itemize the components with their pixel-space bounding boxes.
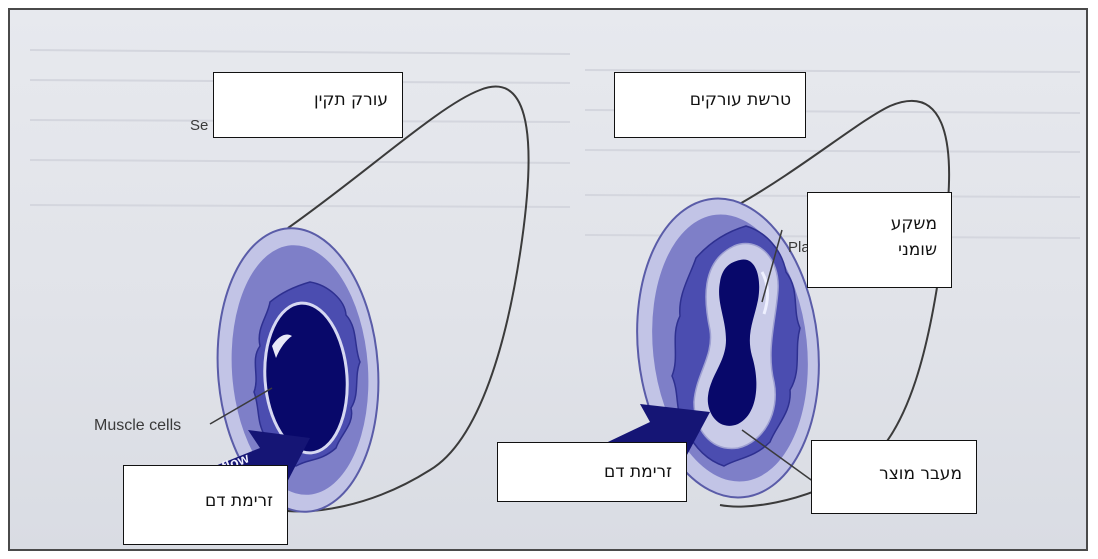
normal-artery-label-text: עורק תקין [214, 73, 402, 113]
atherosclerotic-blood-flow-label: זרימת דם [497, 442, 687, 502]
muscle-cells-text: Muscle cells [94, 417, 181, 434]
plaque-label: משקע שומני [807, 192, 952, 288]
narrowing-label-text: מעבר מוצר [812, 441, 976, 487]
normal-blood-flow-label: זרימת דם [123, 465, 288, 545]
plaque-label-line2: שומני [808, 237, 951, 263]
normal-blood-flow-label-text: זרימת דם [124, 466, 287, 514]
normal-artery-label: עורק תקין [213, 72, 403, 138]
atherosclerotic-blood-flow-label-text: זרימת דם [498, 443, 686, 485]
atherosclerosis-label: טרשת עורקים [614, 72, 806, 138]
se-partial-text: Se [190, 117, 208, 134]
figure-frame: Muscle cells flow Se Pla ע [8, 8, 1088, 551]
narrowing-label: מעבר מוצר [811, 440, 977, 514]
plaque-label-line1: משקע [808, 193, 951, 237]
atherosclerosis-label-text: טרשת עורקים [615, 73, 805, 113]
normal-artery: Muscle cells flow Se [94, 87, 529, 518]
